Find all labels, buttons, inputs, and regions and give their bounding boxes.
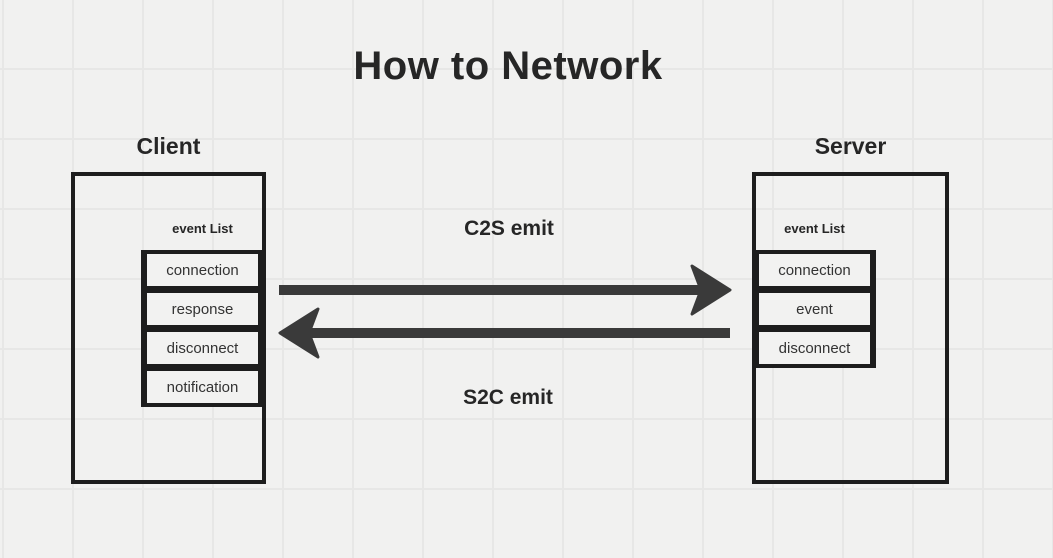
client-label: Client [136,133,201,159]
server-event-label: event [796,300,833,318]
server-event-row: event [759,293,870,325]
client-event-label: response [171,300,234,318]
client-box [71,172,266,484]
client-event-label: connection [166,261,239,279]
client-event-label: notification [166,378,239,396]
diagram-title: How to Network [353,44,663,88]
client-event-list: connection response disconnect notificat… [141,250,264,407]
c2s-emit-label: C2S emit [464,217,554,240]
server-event-list-title: event List [784,221,845,236]
s2c-arrow [278,307,730,359]
server-event-row: connection [759,254,870,286]
client-event-row: notification [147,371,258,403]
server-event-label: connection [778,261,851,279]
client-event-row: response [147,293,258,325]
client-event-list-title: event List [172,221,233,236]
server-label: Server [814,133,887,159]
server-event-label: disconnect [778,339,851,357]
client-event-row: disconnect [147,332,258,364]
c2s-arrow [279,264,732,316]
server-event-list: connection event disconnect [753,250,876,368]
s2c-emit-label: S2C emit [463,386,553,409]
client-event-label: disconnect [166,339,239,357]
server-event-row: disconnect [759,332,870,364]
client-event-row: connection [147,254,258,286]
